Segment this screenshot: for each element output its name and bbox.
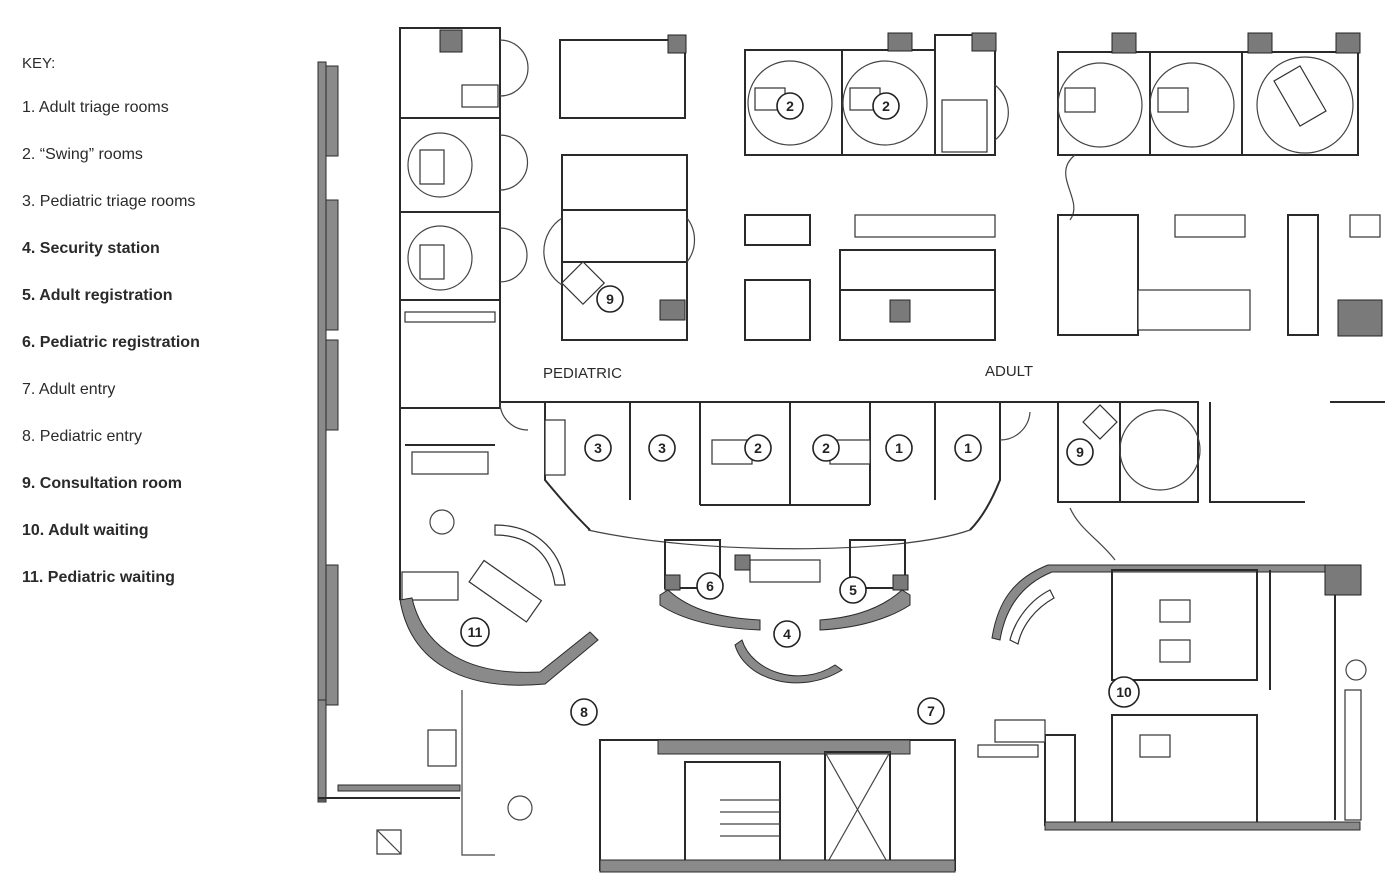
svg-text:10: 10 xyxy=(1116,684,1132,700)
svg-text:2: 2 xyxy=(882,98,890,114)
room-marker-8: 8 xyxy=(570,698,598,726)
room-marker-2d: 2 xyxy=(812,434,840,462)
adult-top-rooms xyxy=(1057,32,1361,221)
key-item-10: 10. Adult waiting xyxy=(22,522,149,539)
room-marker-1a: 1 xyxy=(885,434,913,462)
room-marker-2b: 2 xyxy=(872,92,900,120)
pediatric-waiting-area xyxy=(399,408,599,686)
room-marker-9-adult: 9 xyxy=(1066,438,1094,466)
central-workstations xyxy=(744,214,1383,341)
key-item-5: 5. Adult registration xyxy=(22,287,173,304)
key-item-1: 1. Adult triage rooms xyxy=(22,99,169,116)
room-marker-3a: 3 xyxy=(584,434,612,462)
key-item-6: 6. Pediatric registration xyxy=(22,334,200,351)
key-title: KEY: xyxy=(22,55,56,72)
key-item-7: 7. Adult entry xyxy=(22,381,116,398)
svg-text:1: 1 xyxy=(895,440,903,456)
room-marker-3b: 3 xyxy=(648,434,676,462)
svg-text:3: 3 xyxy=(594,440,602,456)
key-item-9: 9. Consultation room xyxy=(22,475,182,492)
key-item-11: 11. Pediatric waiting xyxy=(22,569,175,586)
svg-text:2: 2 xyxy=(822,440,830,456)
svg-text:6: 6 xyxy=(706,578,714,594)
room-marker-2a: 2 xyxy=(776,92,804,120)
room-marker-4: 4 xyxy=(773,620,801,648)
key-list: 1. Adult triage rooms 2. “Swing” rooms 3… xyxy=(22,98,282,615)
room-marker-5: 5 xyxy=(839,576,867,604)
room-marker-10: 10 xyxy=(1108,676,1140,708)
pediatric-wing-rooms xyxy=(399,27,529,409)
triage-room-row xyxy=(499,401,1385,561)
svg-text:5: 5 xyxy=(849,582,857,598)
adult-waiting-area xyxy=(977,564,1367,831)
adult-zone-label: ADULT xyxy=(985,363,1033,380)
svg-text:2: 2 xyxy=(754,440,762,456)
entry-vestibules xyxy=(376,690,956,873)
registration-security-desk xyxy=(659,539,911,684)
top-swing-rooms xyxy=(744,32,1009,156)
key-item-8: 8. Pediatric entry xyxy=(22,428,143,445)
room-marker-7: 7 xyxy=(917,697,945,725)
room-marker-6: 6 xyxy=(696,572,724,600)
room-marker-11: 11 xyxy=(460,617,490,647)
west-exterior-wall xyxy=(317,61,461,803)
room-marker-9-pediatric: 9 xyxy=(596,285,624,313)
floor-plan-key: KEY: 1. Adult triage rooms 2. “Swing” ro… xyxy=(22,55,282,615)
svg-text:9: 9 xyxy=(1076,444,1084,460)
svg-text:9: 9 xyxy=(606,291,614,307)
svg-text:11: 11 xyxy=(468,624,483,640)
pediatric-zone-label: PEDIATRIC xyxy=(543,365,622,382)
svg-text:2: 2 xyxy=(786,98,794,114)
pediatric-support-rooms xyxy=(543,34,696,341)
svg-text:7: 7 xyxy=(927,703,935,719)
room-marker-2c: 2 xyxy=(744,434,772,462)
svg-text:1: 1 xyxy=(964,440,972,456)
svg-text:3: 3 xyxy=(658,440,666,456)
key-item-4: 4. Security station xyxy=(22,240,160,257)
key-item-3: 3. Pediatric triage rooms xyxy=(22,193,196,210)
svg-text:8: 8 xyxy=(580,704,588,720)
room-marker-1b: 1 xyxy=(954,434,982,462)
svg-text:4: 4 xyxy=(783,626,791,642)
key-item-2: 2. “Swing” rooms xyxy=(22,146,143,163)
